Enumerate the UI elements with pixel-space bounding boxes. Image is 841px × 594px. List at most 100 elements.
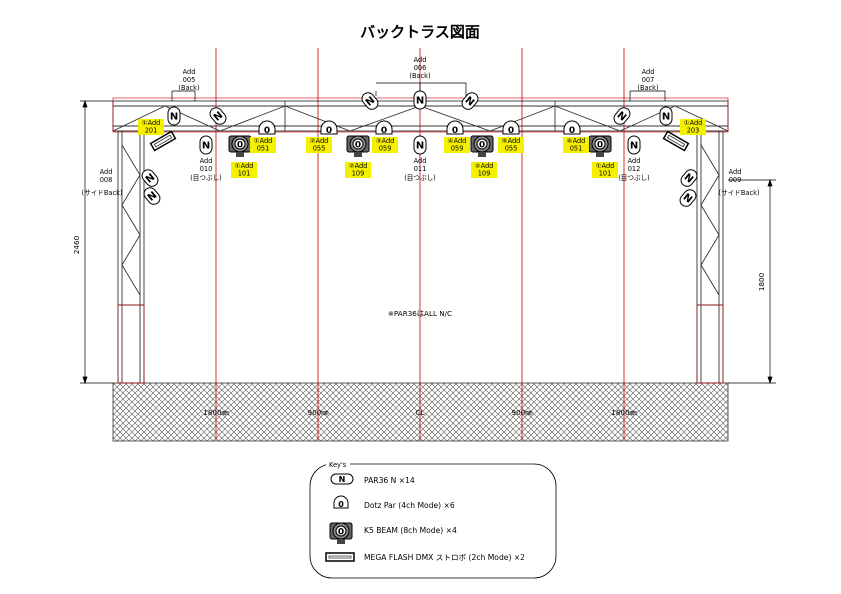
par-addr-label: 005: [183, 76, 196, 84]
floor-label: 900㎜: [512, 408, 533, 417]
channel-label-num: ①Add: [596, 162, 615, 170]
k5-beam-icon: [346, 135, 370, 158]
stage-floor: [112, 382, 729, 442]
strobe-icon: [325, 552, 355, 562]
floor-label: 1800㎜: [611, 408, 636, 417]
key-item-label: MEGA FLASH DMX ストロボ (2ch Mode) ×2: [364, 553, 525, 562]
par36-icon: [207, 104, 229, 128]
height-right-label: 1800: [757, 272, 766, 291]
channel-label-num: ⑤Add: [502, 137, 521, 145]
par-addr-label: Add: [628, 157, 641, 165]
channel-label-num: ②Add: [475, 162, 494, 170]
par36-icon: [611, 104, 633, 128]
right-column: [696, 130, 724, 384]
channel-label-bg: [306, 137, 332, 153]
par-addr-label: (サイドBack): [82, 189, 123, 197]
par-addr-label: (Back): [637, 84, 658, 92]
channel-label-num: ③Add: [376, 137, 395, 145]
dotz-par-icon: [563, 120, 581, 137]
channel-label-bg: [345, 162, 371, 178]
key-item-label: K5 BEAM (8ch Mode) ×4: [364, 526, 457, 535]
dotz-par-icon: [320, 120, 338, 137]
floor-label: CL: [415, 408, 424, 417]
channel-label-bg: [231, 162, 257, 178]
par36-icon: [199, 135, 213, 155]
strobe-fixtures: [149, 130, 690, 152]
par-addr-label: Add: [414, 56, 427, 64]
par-addr-label: 008: [100, 176, 113, 184]
par-addr-label: 011: [414, 165, 427, 173]
par36-icon: [359, 89, 381, 113]
par-addr-label: (目つぶし): [190, 174, 222, 182]
par36-icon: [659, 106, 673, 126]
channel-label-bg: [444, 137, 470, 153]
dotz-par-icon: [258, 120, 276, 137]
key-item-label: PAR36 N ×14: [364, 476, 415, 485]
par-addr-label: (サイドBack): [719, 189, 760, 197]
channel-label-addr: 201: [145, 127, 158, 135]
par36-icon: [677, 186, 699, 210]
par-labels: Add 005 (Back) Add 006 (Back) Add 007 (B…: [82, 56, 760, 197]
channel-label-num: ①Add: [684, 119, 703, 127]
channel-label-addr: 059: [379, 145, 392, 153]
strobe-icon: [662, 130, 690, 152]
par36-icon: [459, 89, 481, 113]
channel-label-bg: [372, 137, 398, 153]
par-addr-label: Add: [414, 157, 427, 165]
par-note: ※PAR36はALL N/C: [388, 309, 452, 318]
bracket-lines: [171, 82, 666, 101]
channel-label-bg: [498, 137, 524, 153]
par36-fixtures: [139, 89, 700, 210]
dotz-par-icon: [502, 120, 520, 137]
key-item: N PAR36 N ×14: [330, 473, 415, 485]
key-legend: Key's N PAR36 N ×14 0 Dotz Par (4ch Mode…: [309, 458, 557, 579]
channel-labels: ①Add201①Add051①Add101②Add055②Add109③Add0…: [138, 119, 706, 178]
par-addr-label: Add: [200, 157, 213, 165]
par-addr-label: 007: [642, 76, 655, 84]
channel-label-addr: 101: [238, 170, 251, 178]
par-addr-label: Add: [100, 168, 113, 176]
channel-label-num: ⑥Add: [567, 137, 586, 145]
channel-label-addr: 109: [478, 170, 491, 178]
par-addr-label: Add: [642, 68, 655, 76]
par-addr-label: 010: [200, 165, 213, 173]
channel-label-bg: [592, 162, 618, 178]
k5-beam-icon: [470, 135, 494, 158]
page-title: バックトラス図面: [360, 23, 480, 41]
key-item: 0 Dotz Par (4ch Mode) ×6: [333, 495, 455, 510]
par36-icon: N: [339, 475, 346, 484]
svg-text:0: 0: [338, 500, 344, 509]
par-addr-label: 006: [414, 64, 427, 72]
channel-label-bg: [138, 119, 164, 135]
channel-label-num: ①Add: [235, 162, 254, 170]
par-addr-label: (目つぶし): [404, 174, 436, 182]
channel-label-num: ①Add: [142, 119, 161, 127]
channel-label-addr: 203: [687, 127, 700, 135]
channel-label-bg: [680, 119, 706, 135]
par-addr-label: Add: [183, 68, 196, 76]
par-addr-label: Add: [729, 168, 742, 176]
key-item: K5 BEAM (8ch Mode) ×4: [329, 522, 457, 545]
dotz-par-icon: [375, 120, 393, 137]
channel-label-num: ④Add: [448, 137, 467, 145]
dotz-fixtures: [258, 120, 581, 137]
par-addr-label: (Back): [409, 72, 430, 80]
dimension-lines: [80, 99, 776, 385]
channel-label-addr: 059: [451, 145, 464, 153]
key-item: MEGA FLASH DMX ストロボ (2ch Mode) ×2: [325, 552, 525, 562]
left-column: [117, 130, 145, 384]
height-left-label: 2460: [72, 235, 81, 254]
channel-label-addr: 055: [505, 145, 518, 153]
par36-icon: [139, 166, 161, 190]
channel-label-num: ①Add: [254, 137, 273, 145]
